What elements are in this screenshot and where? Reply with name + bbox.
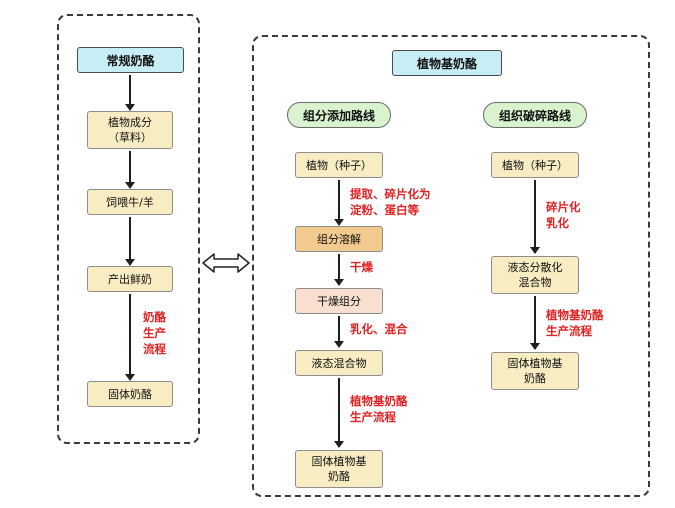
label-extract-fragment: 提取、碎片化为 淀粉、蛋白等	[350, 187, 431, 217]
node-liquid-mixture: 液态混合物	[295, 350, 383, 376]
flow-arrow	[334, 378, 344, 448]
node-plant-seed-a: 植物（种子）	[295, 152, 383, 178]
node-plant-seed-b: 植物（种子）	[491, 152, 579, 178]
label-fragment-emulsify: 碎片化 乳化	[546, 200, 581, 230]
flow-arrow	[125, 217, 135, 266]
left-panel-title: 常规奶酪	[77, 47, 184, 73]
flow-arrow	[530, 180, 540, 254]
flow-arrow	[530, 296, 540, 350]
right-panel-title: 植物基奶酪	[392, 50, 502, 76]
node-solid-plant-cheese-b: 固体植物基 奶酪	[491, 352, 579, 390]
node-solid-plant-cheese-a: 固体植物基 奶酪	[295, 450, 383, 488]
label-plant-cheese-process-a: 植物基奶酪 生产流程	[350, 394, 408, 424]
node-dried-components: 干燥组分	[295, 288, 383, 314]
double-arrow-icon	[202, 253, 250, 273]
node-solid-cheese: 固体奶酪	[87, 381, 173, 407]
route-b-label: 组织破碎路线	[483, 102, 587, 128]
flow-arrow	[334, 180, 344, 226]
flow-arrow	[125, 75, 135, 111]
node-plant-ingredients: 植物成分 （草料）	[87, 111, 173, 149]
node-component-dissolution: 组分溶解	[295, 226, 383, 252]
label-plant-cheese-process-b: 植物基奶酪 生产流程	[546, 308, 604, 338]
flow-arrow	[125, 294, 135, 381]
flow-arrow	[334, 254, 344, 286]
label-cheese-production-process: 奶酪 生产 流程	[143, 310, 166, 356]
conventional-cheese-panel: 常规奶酪 植物成分 （草料） 饲喂牛/羊 产出鲜奶 奶酪 生产 流程 固体奶酪	[57, 14, 200, 444]
label-drying: 干燥	[350, 260, 373, 274]
label-emulsify-mix: 乳化、混合	[350, 322, 408, 336]
flow-arrow	[125, 151, 135, 189]
flow-arrow	[334, 316, 344, 348]
node-fresh-milk: 产出鲜奶	[87, 266, 173, 292]
node-feed-cattle: 饲喂牛/羊	[87, 189, 173, 215]
route-a-label: 组分添加路线	[287, 102, 391, 128]
plant-based-cheese-panel: 植物基奶酪 组分添加路线 植物（种子） 提取、碎片化为 淀粉、蛋白等 组分溶解 …	[252, 35, 650, 497]
node-liquid-dispersed-mixture: 液态分散化 混合物	[491, 256, 579, 294]
